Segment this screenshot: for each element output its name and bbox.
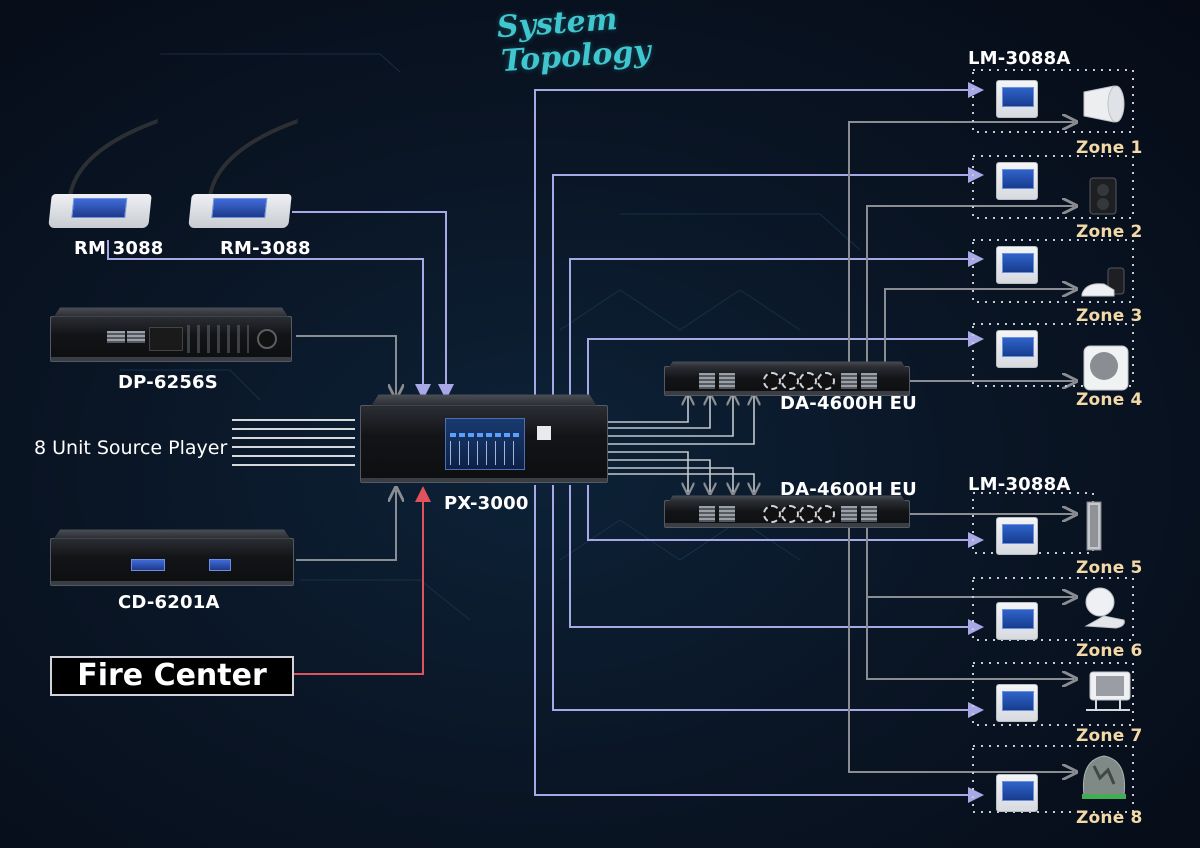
amplifier-2-label: DA-4600H EU xyxy=(780,479,917,500)
lm-3088a-panel xyxy=(996,517,1038,555)
zone-label: Zone 7 xyxy=(1076,726,1143,746)
cd-6201a-device xyxy=(50,529,294,586)
ceiling-speaker-icon xyxy=(1080,266,1128,302)
zone-label: Zone 3 xyxy=(1076,306,1143,326)
zone-label: Zone 1 xyxy=(1076,138,1143,158)
zone-label: Zone 6 xyxy=(1076,641,1143,661)
lm-3088a-panel xyxy=(996,162,1038,200)
amplifier-1-label: DA-4600H EU xyxy=(780,393,917,414)
paging-microphone-icon xyxy=(188,108,320,230)
paging-microphone-icon xyxy=(48,108,180,230)
zone-label: Zone 4 xyxy=(1076,390,1143,410)
zone-label: Zone 2 xyxy=(1076,222,1143,242)
source-player-label: 8 Unit Source Player xyxy=(34,437,228,459)
lm-3088a-panel xyxy=(996,774,1038,812)
player-input-lines xyxy=(232,419,355,466)
px-3000-device xyxy=(360,394,608,483)
lm-3088a-panel xyxy=(996,602,1038,640)
mic-2-label: RM-3088 xyxy=(220,238,311,259)
dp-6256s-device xyxy=(50,307,292,362)
amplifier-1-device xyxy=(664,361,910,396)
lm-group-1-label: LM-3088A xyxy=(968,48,1071,69)
wall-speaker-icon xyxy=(1088,176,1118,220)
box-speaker-icon xyxy=(1082,344,1130,396)
column-speaker-icon xyxy=(1084,500,1104,556)
circuit-decoration xyxy=(120,53,861,621)
cd-6201a-label: CD-6201A xyxy=(118,592,220,613)
dp-6256s-label: DP-6256S xyxy=(118,372,218,393)
wire-mic1-px3000 xyxy=(107,240,431,400)
amp2-output-lines xyxy=(848,514,1074,772)
amp1-output-lines xyxy=(848,122,1074,381)
px-3000-label: PX-3000 xyxy=(444,493,529,514)
lm-3088a-panel xyxy=(996,80,1038,118)
zone-label: Zone 8 xyxy=(1076,808,1143,828)
lm-3088a-panel xyxy=(996,330,1038,368)
lm-group-2-label: LM-3088A xyxy=(968,474,1071,495)
fire-center-box: Fire Center xyxy=(50,656,294,696)
garden-speaker-icon xyxy=(1078,752,1130,804)
zone-label: Zone 5 xyxy=(1076,558,1143,578)
lm-3088a-panel xyxy=(996,246,1038,284)
diagram-title: System Topology xyxy=(496,1,652,79)
mic-1-label: RM 3088 xyxy=(74,238,164,259)
wire-fire-px3000 xyxy=(292,486,431,675)
projection-speaker-icon xyxy=(1082,670,1134,716)
ceiling-mount-speaker-icon xyxy=(1080,586,1130,634)
lm-3088a-panel xyxy=(996,684,1038,722)
wire-cd-px3000 xyxy=(296,490,396,561)
wire-mic2-px3000 xyxy=(292,211,454,400)
amp-feed-lines xyxy=(606,396,754,492)
wire-dp-px3000 xyxy=(296,335,396,396)
horn-speaker-icon xyxy=(1080,82,1128,130)
amplifier-2-device xyxy=(664,495,910,528)
